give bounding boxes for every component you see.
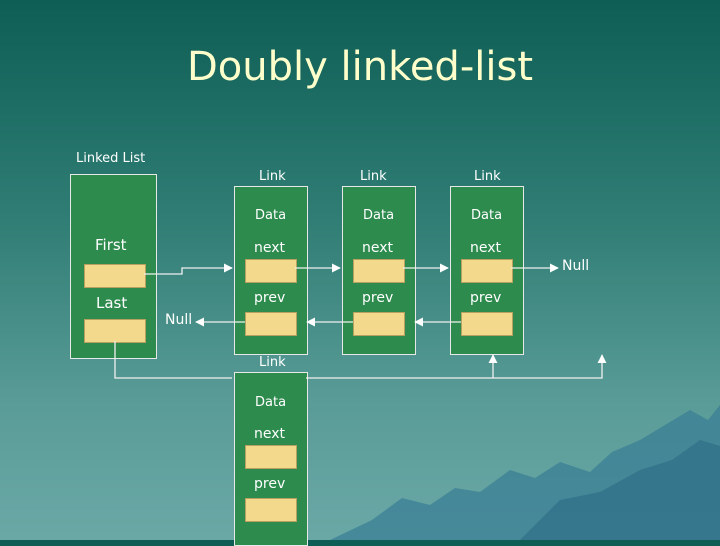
link-1-next-label: next: [254, 240, 286, 256]
last-field: [84, 319, 146, 343]
link-3-next-field: [461, 259, 513, 283]
new-link-label: Link: [259, 355, 286, 370]
link-1-prev-label: prev: [254, 290, 286, 306]
null-left-label: Null: [165, 312, 193, 328]
link-3-data: Data: [471, 208, 503, 223]
link-3-prev-label: prev: [470, 290, 502, 306]
null-right-label: Null: [562, 258, 590, 274]
page-title: Doubly linked-list: [186, 44, 533, 90]
link-2-next-label: next: [362, 240, 394, 256]
link-2-prev-label: prev: [362, 290, 394, 306]
link-2-prev-field: [353, 312, 405, 336]
link-1-label: Link: [259, 169, 286, 184]
linked-list-caption: Linked List: [76, 151, 146, 166]
new-link-prev-field: [245, 498, 297, 522]
link-3-label: Link: [474, 169, 501, 184]
new-link-next-label: next: [254, 426, 286, 442]
new-link-next-field: [245, 445, 297, 469]
link-1-prev-field: [245, 312, 297, 336]
link-1-data: Data: [255, 208, 287, 223]
first-field: [84, 264, 146, 288]
link-1-next-field: [245, 259, 297, 283]
new-link-prev-label: prev: [254, 476, 286, 492]
link-2-next-field: [353, 259, 405, 283]
link-3-prev-field: [461, 312, 513, 336]
new-link-data: Data: [255, 395, 287, 410]
link-2-label: Link: [360, 169, 387, 184]
first-label: First: [95, 236, 127, 254]
link-2-data: Data: [363, 208, 395, 223]
last-label: Last: [96, 294, 128, 312]
link-3-next-label: next: [470, 240, 502, 256]
